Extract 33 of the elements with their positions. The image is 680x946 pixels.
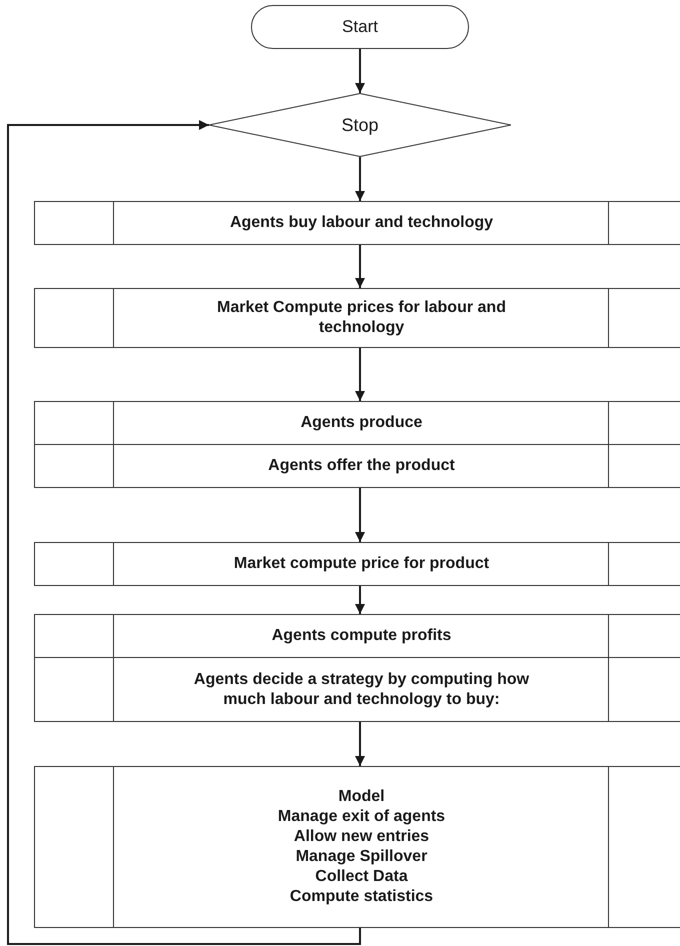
loop-back-arrow xyxy=(7,120,361,945)
process-text: Agents offer the product xyxy=(267,456,456,476)
process-text: Allow new entries xyxy=(292,827,430,847)
process-row xyxy=(34,201,680,245)
process-text: Model xyxy=(337,787,386,807)
process-text: Agents decide a strategy by computing how much labour and technology to buy: xyxy=(192,670,530,710)
process-text: Market compute price for product xyxy=(232,554,490,574)
process-text: Compute statistics xyxy=(288,887,434,907)
arrow xyxy=(355,245,365,288)
process-text: Agents produce xyxy=(300,413,424,433)
terminal-label: Start xyxy=(342,17,378,37)
process-row xyxy=(34,542,680,586)
process-text: Collect Data xyxy=(314,867,409,887)
process-row xyxy=(34,401,680,445)
process-text: Market Compute prices for labour and technology xyxy=(216,298,507,338)
decision-diamond xyxy=(209,93,511,157)
decision-label: Stop xyxy=(341,114,379,136)
process-text: Manage Spillover xyxy=(294,847,428,867)
arrow xyxy=(355,49,365,93)
arrow xyxy=(355,157,365,201)
arrow xyxy=(355,488,365,542)
process-row xyxy=(34,444,680,488)
arrow xyxy=(355,586,365,614)
process-text: Manage exit of agents xyxy=(276,807,446,827)
process-row xyxy=(34,614,680,658)
process-row xyxy=(34,288,680,348)
process-row xyxy=(34,766,680,928)
process-row xyxy=(34,657,680,722)
process-text: Agents compute profits xyxy=(270,626,452,646)
arrow xyxy=(355,348,365,401)
process-text: Agents buy labour and technology xyxy=(228,213,494,233)
arrow xyxy=(355,722,365,766)
terminal-box xyxy=(251,5,469,49)
